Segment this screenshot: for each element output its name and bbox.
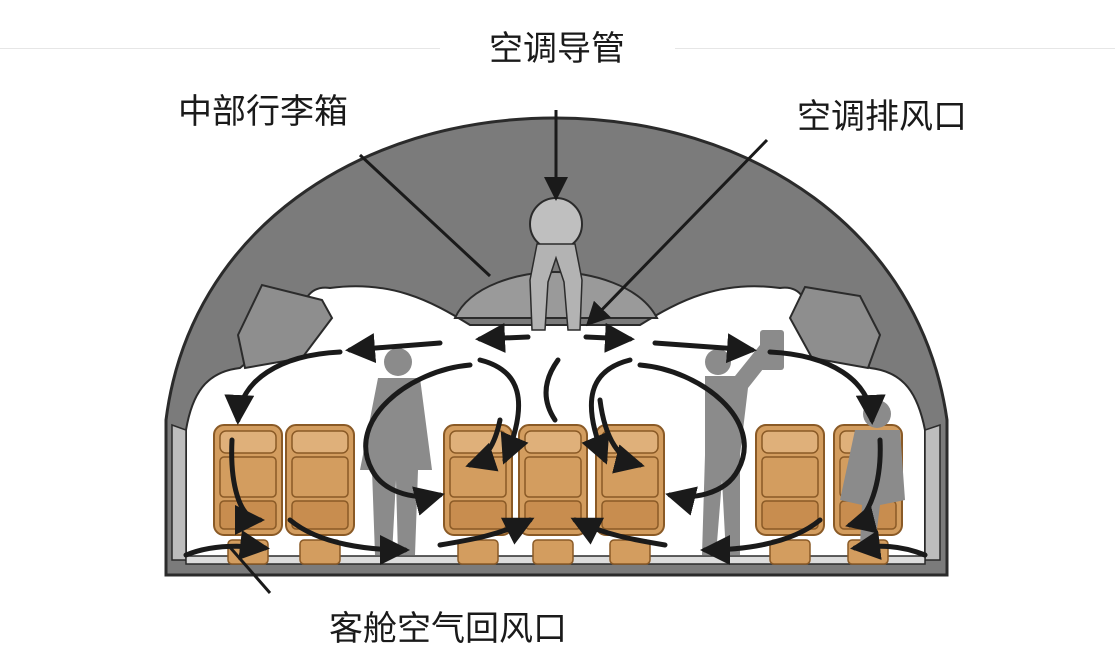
airflow-arrows [183,322,928,565]
left-sidewall [171,423,187,561]
overhead-bin-label: 中部行李箱 [178,92,348,132]
right-sidewall [924,423,941,561]
ac-duct [529,197,583,251]
passenger-standing-right [702,330,784,555]
ac-vent-label: 空调排风口 [797,97,967,137]
title-rule-left [0,48,440,49]
seat-row [213,424,903,565]
cabin-return-label: 客舱空气回风口 [329,609,567,649]
left-overhead-bin [236,283,334,370]
title-rule-right [675,48,1115,49]
leader-lines [226,110,769,594]
ac-duct-label: 空调导管 [489,29,625,69]
ac-duct-legs [529,243,583,331]
